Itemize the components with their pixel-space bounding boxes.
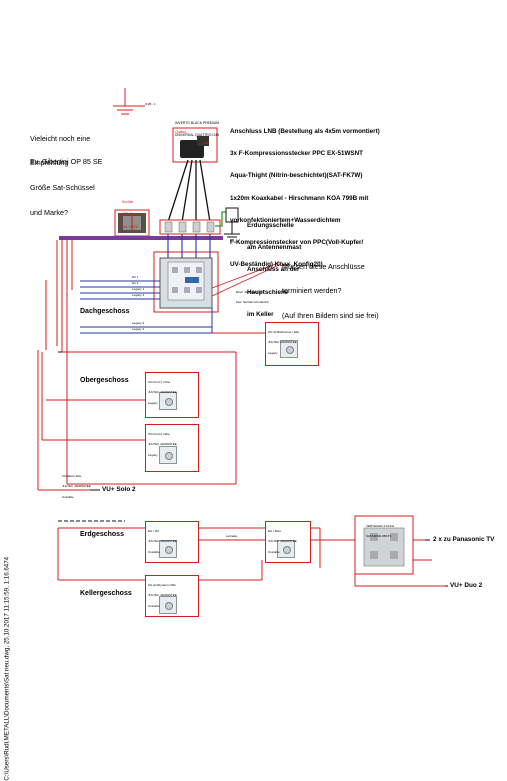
floor-keller: Kellergeschoss (80, 590, 132, 597)
floor-erd: Erdgeschoss (80, 531, 124, 538)
ground-label: GVB - 1 (145, 102, 156, 106)
eg-wz-socket-icon (159, 540, 177, 558)
lnb-box-label: Quattro (175, 130, 187, 134)
floor-ober: Obergeschoss (80, 377, 129, 384)
dish-suggestion: Ev. Gibertini OP 85 SE (30, 157, 103, 166)
lnb-caption: INVERTO BLACK PREMIUM UNIVERSAL QUATTRO … (175, 121, 219, 138)
cable-info: Anschluss LNB (Bestellung als 4x5m vormo… (230, 127, 380, 269)
multiswitch-note: Boss: JMS05MI2+HT Kein Netzteil erforder… (236, 289, 269, 305)
og-connections (38, 340, 150, 491)
eg-buero-socket-icon (277, 540, 295, 558)
lnb-icon (172, 127, 218, 163)
receiver-duo: VU+ Duo 2 (450, 582, 483, 589)
kg-socket-icon (159, 596, 177, 614)
receiver-solo: VU+ Solo 2 (102, 486, 136, 493)
upper-output-4: Legacy 4 (132, 327, 145, 331)
cad-drawing-sheet: Vieleicht noch eine Empfehlung Größe Sat… (3, 88, 495, 781)
outlet-label-kg: KG Hobbyraum Offer JULTEC JAD09STEE Unic… (148, 582, 177, 608)
splitter-caption: VERTEILER 4-FACH SAT/HDSR-IIBCT3 (366, 523, 395, 539)
dish-question: Vieleicht noch eine Empfehlung Größe Sat… (30, 133, 95, 218)
switch-inputs (167, 240, 211, 258)
og1-socket-icon (159, 392, 177, 410)
switch-output-1: bis 1 (132, 275, 139, 279)
floor-dach: Dachgeschoss (80, 308, 130, 315)
outlet-label-og3: OG Eltern Elte JULTEC JAD09STEE Unicable (62, 473, 91, 499)
outlet-label-og1: OG Kind 1 / Kita JULTEC JAD09STEE Legacy (148, 379, 177, 405)
potential-equalisation-bar (59, 236, 223, 240)
grounding-clamp-icon (224, 207, 240, 241)
switch-output-2: bis 2 (132, 281, 139, 285)
trunk-label: Leitnake (226, 534, 238, 538)
photo-caption: Kuchler OFA4N Ant. OKFE (122, 200, 139, 229)
outlet-label-dg: DG Schlafzimmer / Elte JULTEC JAD09STEE … (268, 329, 300, 355)
outlet-label-eg-buero: EG / Büro JULTEC JAD09STEE Unicable (268, 528, 297, 554)
receiver-tv: 2 x zu Panasonic TV (433, 536, 495, 543)
outlet-label-eg-wz: EG / Wz JULTEC JAD09STEE Unicable (148, 528, 177, 554)
switch-output-lines (80, 280, 213, 334)
switch-output-3: Legacy 1 (132, 287, 145, 291)
dg-socket-icon (280, 340, 298, 358)
lnb-cables (167, 159, 211, 223)
receiver-arrows (90, 489, 448, 587)
og2-socket-icon (159, 446, 177, 464)
question-leaders (211, 261, 282, 297)
riser-cables (37, 240, 73, 490)
grounding-note: Erdungsschelle am Antennenmast Anschluss… (247, 221, 302, 318)
dg-connection (62, 332, 265, 485)
ground-symbol-icon (113, 88, 145, 115)
splitter-icon (354, 515, 414, 575)
outlet-label-og2: OG Kind 2 / Elte JULTEC JAD09STEE Legacy (148, 431, 177, 457)
terminate-question: Müssen diese Anschlüsse terminiert werde… (282, 261, 379, 321)
wiring-diagram (37, 88, 448, 587)
switch-frame (153, 251, 219, 313)
switch-output-4: Legacy 2 (132, 293, 145, 297)
grounding-block (159, 219, 221, 235)
file-path: C:\Users\Rudi.METALL\Documents\Sat neu.d… (3, 556, 11, 781)
upper-output-3: Legacy 3 (132, 321, 145, 325)
feed-cables (167, 234, 211, 240)
multiswitch-icon (159, 257, 213, 309)
